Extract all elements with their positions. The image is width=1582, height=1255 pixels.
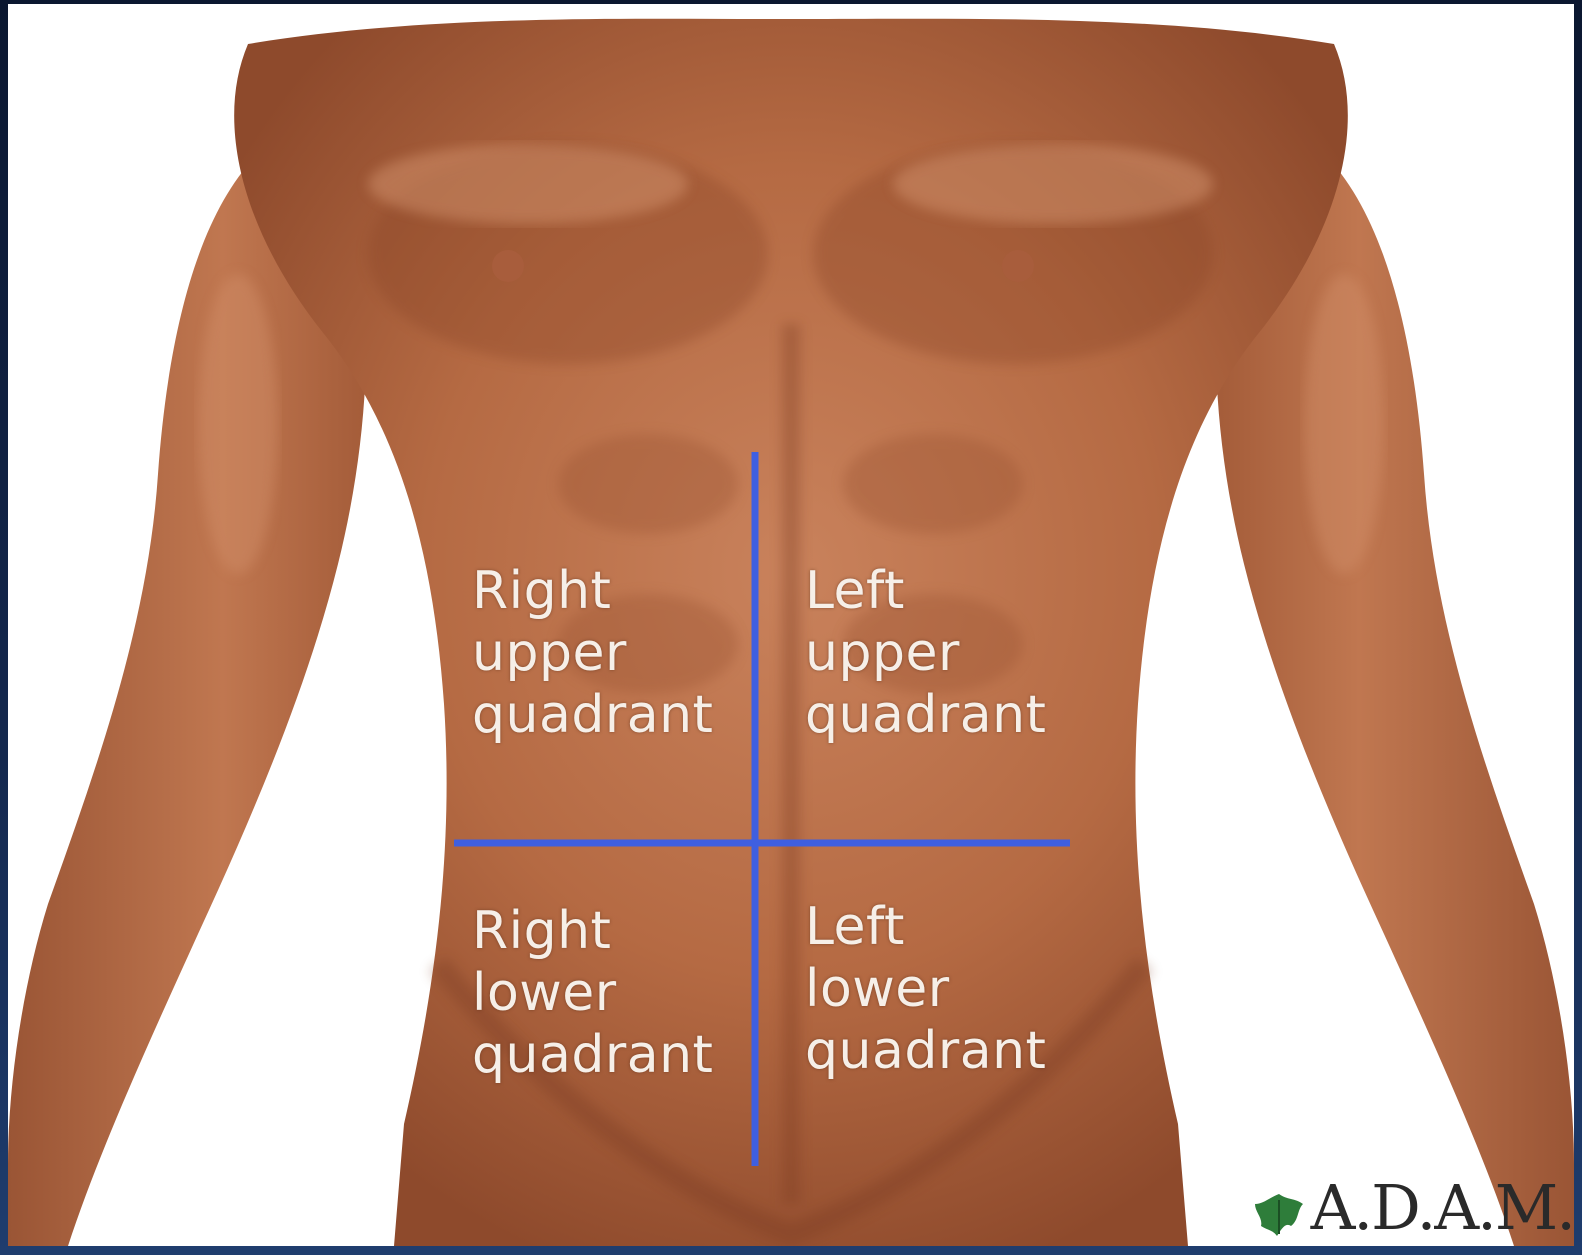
label-line: Left bbox=[805, 896, 1046, 958]
torso-illustration bbox=[8, 4, 1574, 1246]
label-line: Right bbox=[472, 560, 713, 622]
right-lower-quadrant-label: Right lower quadrant bbox=[472, 900, 713, 1086]
logo-text: A.D.A.M. bbox=[1311, 1171, 1574, 1244]
right-upper-quadrant-label: Right upper quadrant bbox=[472, 560, 713, 746]
nipple-left bbox=[1002, 250, 1034, 282]
label-line: upper bbox=[472, 622, 713, 684]
left-lower-quadrant-label: Left lower quadrant bbox=[805, 896, 1046, 1082]
label-line: quadrant bbox=[472, 1024, 713, 1086]
label-line: upper bbox=[805, 622, 1046, 684]
adam-logo: A.D.A.M. bbox=[1251, 1171, 1574, 1244]
diagram-canvas: Right upper quadrant Left upper quadrant… bbox=[8, 4, 1574, 1246]
label-line: Right bbox=[472, 900, 713, 962]
left-upper-quadrant-label: Left upper quadrant bbox=[805, 560, 1046, 746]
ivy-leaf-icon bbox=[1251, 1190, 1307, 1238]
label-line: quadrant bbox=[805, 684, 1046, 746]
nipple-right bbox=[492, 250, 524, 282]
label-line: quadrant bbox=[805, 1020, 1046, 1082]
label-line: lower bbox=[472, 962, 713, 1024]
label-line: quadrant bbox=[472, 684, 713, 746]
label-line: Left bbox=[805, 560, 1046, 622]
label-line: lower bbox=[805, 958, 1046, 1020]
